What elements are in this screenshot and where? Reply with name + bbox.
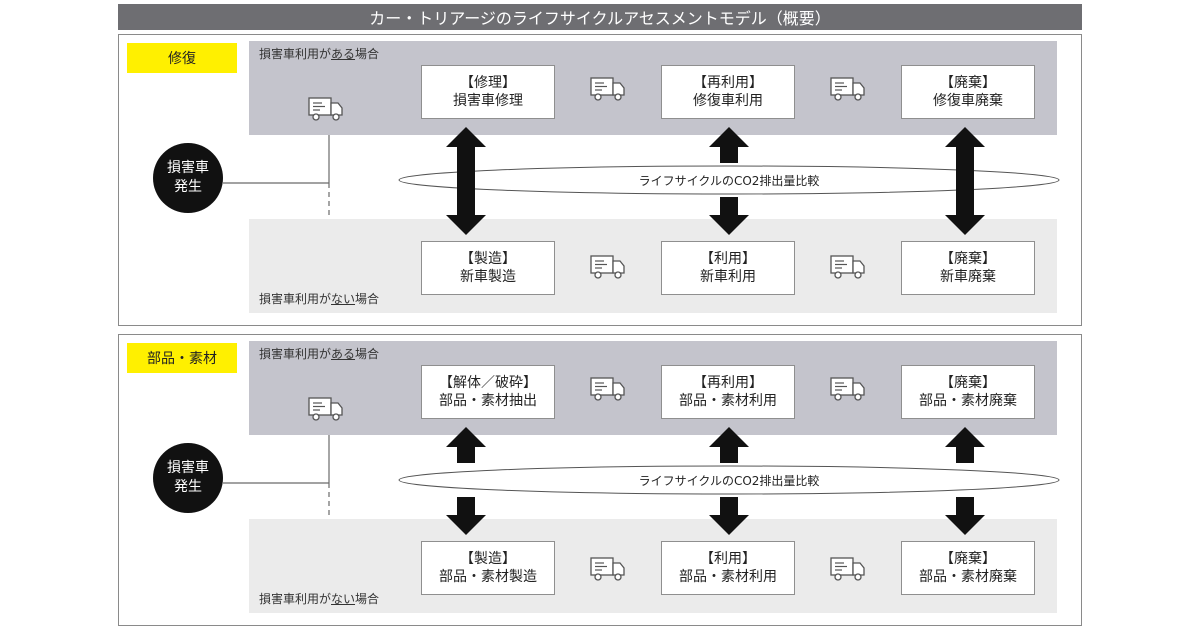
stage-box: 【製造】新車製造 bbox=[421, 241, 555, 295]
delivery-truck-icon bbox=[590, 77, 625, 101]
delivery-truck-icon bbox=[308, 97, 343, 121]
delivery-truck-icon bbox=[830, 557, 865, 581]
scenario-caption: 損害車利用がない場合 bbox=[259, 292, 380, 306]
co2-comparison-overlay bbox=[398, 127, 1060, 235]
co2-comparison-label: ライフサイクルのCO2排出量比較 bbox=[638, 173, 820, 188]
double-headed-arrow-icon bbox=[709, 427, 749, 535]
stage-box: 【修理】損害車修理 bbox=[421, 65, 555, 119]
double-headed-arrow-icon bbox=[709, 127, 749, 235]
scenario-caption: 損害車利用がない場合 bbox=[259, 592, 380, 606]
scenario-caption: 損害車利用がある場合 bbox=[259, 47, 380, 61]
delivery-truck-icon bbox=[590, 255, 625, 279]
stage-box: 【製造】部品・素材製造 bbox=[421, 541, 555, 595]
stage-box: 【解体／破砕】部品・素材抽出 bbox=[421, 365, 555, 419]
delivery-truck-icon bbox=[830, 77, 865, 101]
stage-box: 【利用】部品・素材利用 bbox=[661, 541, 795, 595]
page-title: カー・トリアージのライフサイクルアセスメントモデル（概要） bbox=[118, 4, 1082, 30]
stage-box: 【再利用】部品・素材利用 bbox=[661, 365, 795, 419]
stage-box: 【利用】新車利用 bbox=[661, 241, 795, 295]
damage-origin-node: 損害車発生 bbox=[153, 443, 223, 513]
stage-box: 【再利用】修復車利用 bbox=[661, 65, 795, 119]
stage-box: 【廃棄】修復車廃棄 bbox=[901, 65, 1035, 119]
section-label: 部品・素材 bbox=[127, 343, 237, 373]
scenario-without-reuse: 損害車利用がない場合 bbox=[249, 519, 1057, 613]
delivery-truck-icon bbox=[590, 377, 625, 401]
section-repair: 修復 損害車利用がある場合 損害車利用がない場合 ライフサイクルのCO2排出量比… bbox=[118, 34, 1082, 326]
co2-comparison-overlay bbox=[398, 427, 1060, 535]
section-label: 修復 bbox=[127, 43, 237, 73]
scenario-caption: 損害車利用がある場合 bbox=[259, 347, 380, 361]
delivery-truck-icon bbox=[308, 397, 343, 421]
stage-box: 【廃棄】新車廃棄 bbox=[901, 241, 1035, 295]
co2-comparison-label: ライフサイクルのCO2排出量比較 bbox=[638, 473, 820, 488]
delivery-truck-icon bbox=[590, 557, 625, 581]
delivery-truck-icon bbox=[830, 255, 865, 279]
damage-origin-node: 損害車発生 bbox=[153, 143, 223, 213]
double-headed-arrow-icon bbox=[945, 127, 985, 235]
stage-box: 【廃棄】部品・素材廃棄 bbox=[901, 365, 1035, 419]
delivery-truck-icon bbox=[830, 377, 865, 401]
double-headed-arrow-icon bbox=[945, 427, 985, 535]
stage-box: 【廃棄】部品・素材廃棄 bbox=[901, 541, 1035, 595]
double-headed-arrow-icon bbox=[446, 427, 486, 535]
section-parts-materials: 部品・素材 損害車利用がある場合 損害車利用がない場合 ライフサイクルのCO2排… bbox=[118, 334, 1082, 626]
double-headed-arrow-icon bbox=[446, 127, 486, 235]
